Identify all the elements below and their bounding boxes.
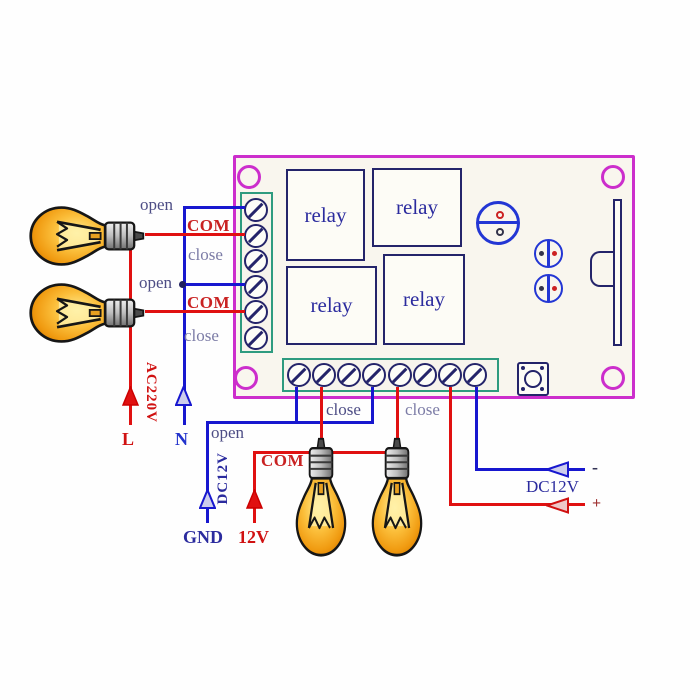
label-com-bottom: COM xyxy=(261,451,305,470)
screw-terminal xyxy=(244,223,268,248)
component-round xyxy=(534,274,563,303)
label-dc12v-supply: DC12V xyxy=(526,477,579,496)
component-divider xyxy=(478,221,518,224)
light-bulb-left-1 xyxy=(29,206,145,266)
antenna-connector xyxy=(590,251,614,287)
relay-box: relay xyxy=(286,266,377,345)
wire-open-bottom xyxy=(206,421,374,424)
12v-arrow-icon xyxy=(246,489,263,509)
label-open-1: open xyxy=(140,195,174,214)
label-12v: 12V xyxy=(238,527,269,547)
label-open-bottom: open xyxy=(211,423,245,442)
screw-terminal xyxy=(287,363,311,387)
dark-pin xyxy=(496,228,504,236)
wire-12v xyxy=(253,451,256,523)
wire-live-vertical xyxy=(129,249,132,425)
label-com-2: COM xyxy=(187,293,231,312)
dark-pin xyxy=(539,251,544,256)
label-close-2: close xyxy=(184,326,219,345)
mounting-hole xyxy=(601,165,625,189)
wire-junction xyxy=(179,281,186,288)
component-divider xyxy=(547,275,550,301)
screw-terminal xyxy=(362,363,387,387)
light-bulb-left-2 xyxy=(29,283,145,343)
wire-t4 xyxy=(371,387,374,424)
screw-terminal xyxy=(244,274,268,299)
mounting-hole xyxy=(234,366,258,390)
relay-label: relay xyxy=(396,195,438,219)
wire-t2-bulb3 xyxy=(320,387,323,445)
label-close-bottom-2: close xyxy=(405,400,440,419)
red-pin xyxy=(552,251,557,256)
wire-com-top1 xyxy=(145,233,245,236)
adjustable-component xyxy=(476,201,520,245)
label-neutral: N xyxy=(175,429,188,449)
label-com-1: COM xyxy=(187,216,231,235)
red-pin xyxy=(552,286,557,291)
label-plus: + xyxy=(592,495,602,512)
wire-t5-bulb4 xyxy=(396,387,399,445)
screw-terminal xyxy=(337,363,362,387)
relay-box: relay xyxy=(372,168,462,247)
wire-neutral-vertical xyxy=(183,206,186,425)
red-pin xyxy=(496,211,504,219)
label-ac220v: AC220V xyxy=(143,362,159,423)
wire-com-top2 xyxy=(145,310,245,313)
label-close-1: close xyxy=(188,245,223,264)
relay-box: relay xyxy=(286,169,365,261)
screw-terminal xyxy=(244,326,268,350)
wire-dc-plus xyxy=(449,503,585,506)
screw-terminal xyxy=(244,300,268,325)
wire-dc-minus xyxy=(475,468,585,471)
wire-t1 xyxy=(295,387,298,424)
screw-terminal xyxy=(312,363,337,387)
wire-open-top1 xyxy=(183,206,245,209)
wire-open-top2 xyxy=(183,283,245,286)
mounting-hole xyxy=(601,366,625,390)
wire-t7 xyxy=(449,387,452,506)
relay-label: relay xyxy=(304,202,347,227)
relay-label: relay xyxy=(403,287,445,311)
left-terminal-block xyxy=(240,192,273,353)
screw-terminal xyxy=(244,198,268,222)
button-cap xyxy=(523,369,542,388)
push-button xyxy=(517,362,549,396)
antenna-bar xyxy=(613,199,622,346)
dark-pin xyxy=(539,286,544,291)
label-open-2: open xyxy=(139,273,173,292)
light-bulb-bottom-2 xyxy=(371,437,423,557)
relay-label: relay xyxy=(310,293,353,317)
screw-terminal xyxy=(412,363,437,387)
label-dc12v-vertical: DC12V xyxy=(215,452,231,505)
screw-terminal xyxy=(437,363,462,387)
bottom-terminal-block xyxy=(282,358,499,392)
wire-gnd xyxy=(206,421,209,523)
label-minus: - xyxy=(592,457,598,477)
component-round xyxy=(534,239,563,268)
relay-box: relay xyxy=(383,254,465,345)
label-live: L xyxy=(122,429,135,449)
label-gnd: GND xyxy=(183,527,223,547)
dc-minus-arrow-icon xyxy=(546,461,569,478)
gnd-arrow-icon xyxy=(199,489,216,509)
label-close-bottom-1: close xyxy=(326,400,361,419)
component-divider xyxy=(547,240,550,266)
screw-terminal xyxy=(387,363,412,387)
screw-terminal xyxy=(244,249,268,274)
wire-t8 xyxy=(475,387,478,471)
live-arrow-icon xyxy=(122,386,139,406)
neutral-arrow-icon xyxy=(175,386,192,406)
screw-terminal xyxy=(463,363,488,387)
dc-plus-arrow-icon xyxy=(546,497,569,514)
mounting-hole xyxy=(237,165,261,189)
